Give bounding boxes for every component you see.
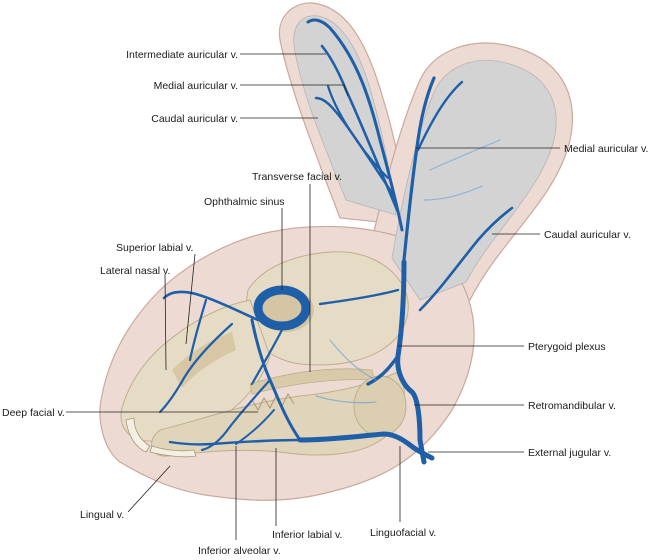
label-ophthalmic-sinus: Ophthalmic sinus: [204, 196, 285, 208]
label-external-jugular: External jugular v.: [528, 447, 611, 459]
label-caudal-auricular-right: Caudal auricular v.: [544, 229, 631, 241]
leader-medial-auricular-left: [240, 84, 349, 97]
leader-superior-labial: [185, 253, 196, 345]
label-caudal-auricular-left: Caudal auricular v.: [151, 113, 238, 125]
label-medial-auricular-left: Medial auricular v.: [154, 80, 238, 92]
label-inferior-alveolar: Inferior alveolar v.: [198, 545, 281, 557]
leader-lines: [66, 53, 560, 540]
skull: [120, 251, 409, 458]
label-medial-auricular-right: Medial auricular v.: [564, 143, 648, 155]
label-linguofacial: Linguofacial v.: [370, 527, 436, 539]
label-retromandibular: Retromandibular v.: [528, 400, 616, 412]
labels: Intermediate auricular v. Medial auricul…: [2, 49, 648, 557]
label-pterygoid-plexus: Pterygoid plexus: [528, 341, 606, 353]
label-lateral-nasal: Lateral nasal v.: [100, 265, 170, 277]
label-transverse-facial: Transverse facial v.: [252, 171, 342, 183]
label-intermediate-auricular: Intermediate auricular v.: [126, 49, 238, 61]
leader-lingual: [127, 465, 171, 513]
label-superior-labial: Superior labial v.: [116, 242, 193, 254]
leader-lateral-nasal: [164, 273, 167, 371]
label-inferior-labial: Inferior labial v.: [272, 529, 342, 541]
label-deep-facial: Deep facial v.: [2, 407, 65, 419]
label-lingual: Lingual v.: [80, 509, 124, 521]
